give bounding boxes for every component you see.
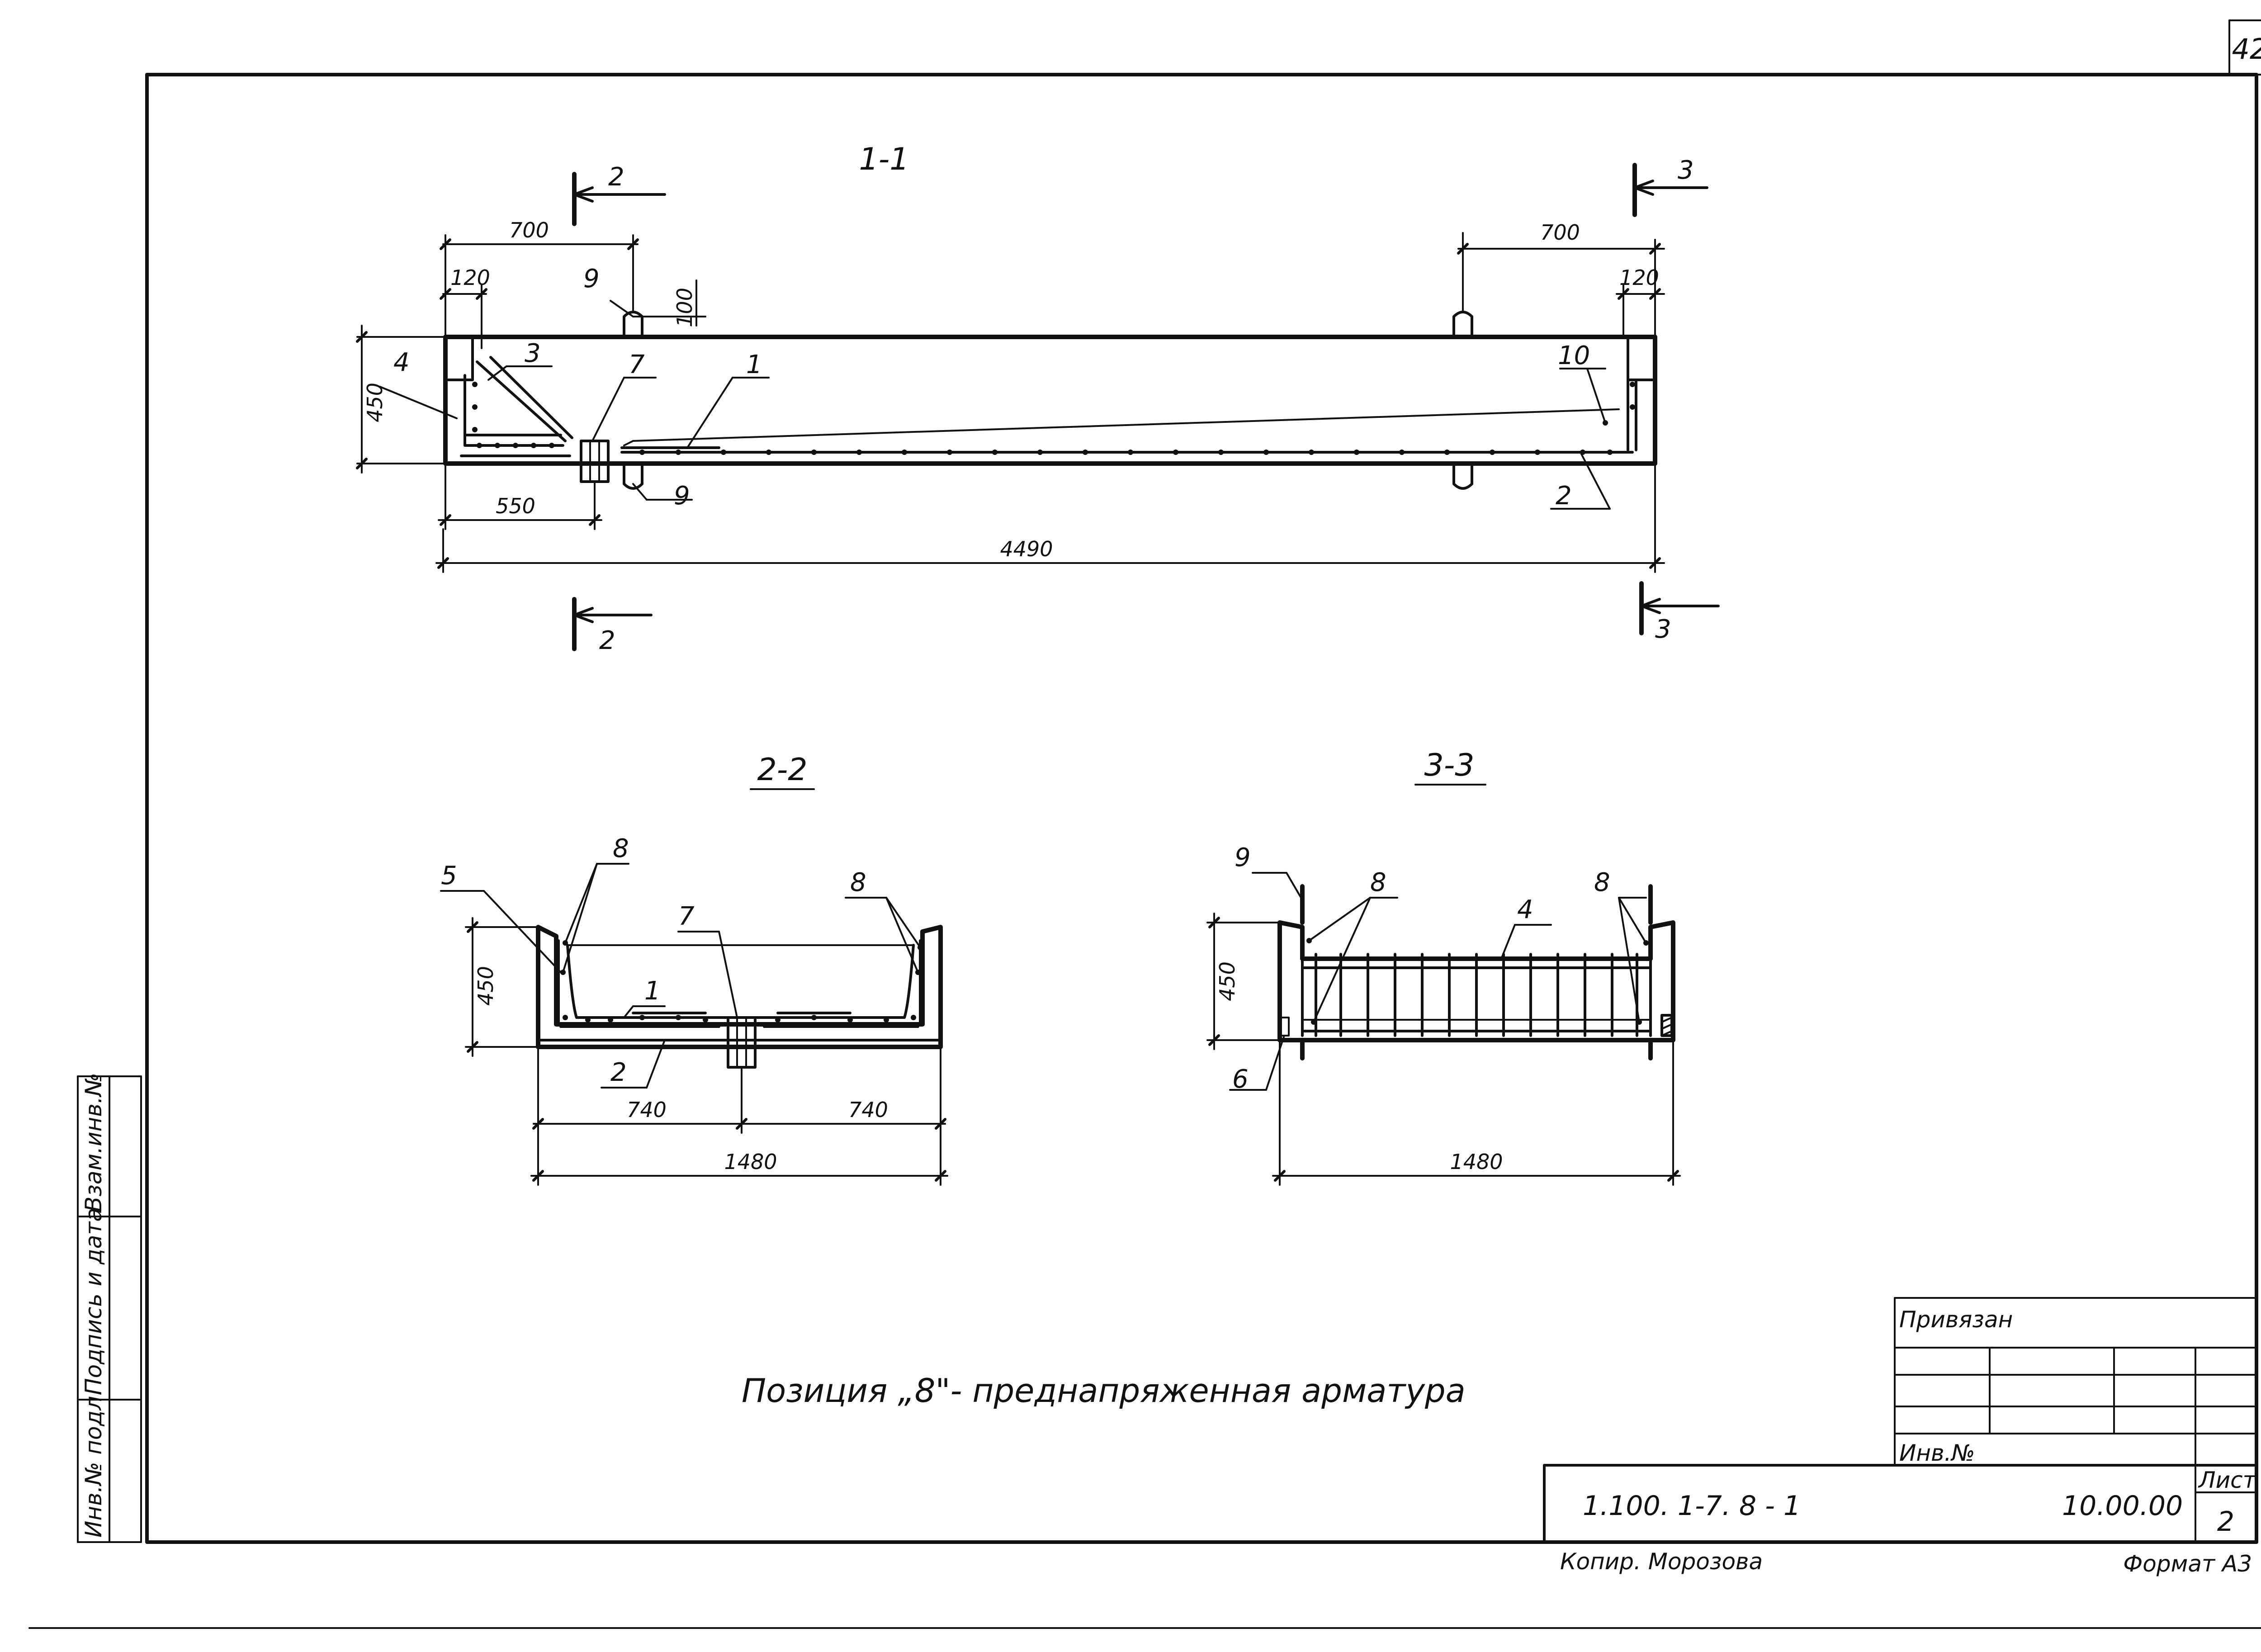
dim-1-1-total-4490: 4490 [1000, 537, 1053, 561]
dim-2-2-left-740: 740 [627, 1098, 667, 1122]
section-2-2-leaders [440, 863, 921, 1089]
dim-2-2-total-1480: 1480 [724, 1150, 777, 1174]
pos-3-3-6: 6 [1232, 1065, 1249, 1094]
pos-1-1-4: 4 [393, 348, 410, 377]
pos-2-2-1: 1 [644, 976, 661, 1006]
drawing-code: 1.100. 1-7. 8 - 1 [1583, 1490, 1801, 1522]
pos-1-1-1: 1 [746, 350, 762, 379]
dim-1-1-height-450: 450 [363, 383, 387, 422]
title-privyazan: Привязан [1899, 1306, 2013, 1333]
title-inv-no: Инв.№ [1899, 1440, 1975, 1466]
section-3-3-leaders [1229, 872, 1647, 1091]
pos-3-3-9: 9 [1235, 843, 1251, 872]
list-label: Лист [2198, 1467, 2257, 1493]
section-1-1-leaders [379, 300, 1611, 510]
cut-3-top-label: 3 [1678, 156, 1694, 185]
dim-2-2-right-740: 740 [848, 1098, 888, 1122]
pos-1-1-9-bottom: 9 [674, 481, 690, 511]
pos-3-3-8-left: 8 [1370, 868, 1386, 897]
pos-1-1-2: 2 [1556, 481, 1572, 511]
section-3-3-dimensions [1206, 913, 1681, 1186]
dim-1-1-550: 550 [496, 494, 535, 518]
side-stamp [77, 1075, 142, 1543]
pos-2-2-2: 2 [610, 1058, 627, 1087]
pos-2-2-7: 7 [678, 902, 695, 931]
cut-2-bottom-label: 2 [599, 626, 615, 655]
section-2-2-outline [536, 925, 943, 1069]
section-3-3-outline [1277, 884, 1675, 1060]
dim-1-1-left-120: 120 [450, 265, 490, 290]
dim-3-3-height-450: 450 [1215, 961, 1239, 1001]
sheet-frame [28, 19, 2261, 1629]
list-value: 2 [2217, 1506, 2234, 1538]
pos-3-3-4: 4 [1517, 895, 1533, 924]
pos-1-1-3: 3 [525, 339, 541, 368]
page-number: 42 [2232, 33, 2261, 66]
title-block [1543, 1297, 2258, 1543]
side-label-podpis-data: Подпись и дата [80, 1208, 107, 1395]
pos-3-3-8-right: 8 [1594, 868, 1610, 897]
pos-1-1-9-top: 9 [583, 264, 600, 293]
pos-2-2-5: 5 [441, 861, 457, 890]
pos-2-2-8-left: 8 [613, 834, 629, 863]
dim-1-1-left-700: 700 [509, 218, 549, 242]
dim-3-3-total-1480: 1480 [1450, 1150, 1503, 1174]
cut-2-top-label: 2 [608, 162, 624, 192]
side-label-vzam-inv: Взам.инв.№ [80, 1073, 107, 1212]
section-1-1-dimensions [356, 232, 1665, 573]
dim-1-1-right-700: 700 [1540, 220, 1580, 245]
copied-by: Копир. Морозова [1560, 1548, 1763, 1575]
pos-1-1-10: 10 [1558, 341, 1590, 370]
dim-1-1-loop-100: 100 [672, 288, 697, 327]
pos-2-2-8-right: 8 [850, 868, 866, 897]
cut-3-bottom-label: 3 [1655, 615, 1671, 644]
section-3-3-title: 3-3 [1424, 748, 1474, 783]
section-2-2-title: 2-2 [757, 752, 807, 788]
format-label: Формат А3 [2123, 1551, 2252, 1577]
dim-1-1-right-120: 120 [1619, 265, 1659, 290]
side-label-inv-podl: Инв.№ подл. [80, 1389, 107, 1538]
prestress-note: Позиция „8"- преднапряженная арматура [742, 1372, 1466, 1410]
section-2-2-dimensions [465, 917, 948, 1186]
section-1-1-cut-markers [572, 163, 1720, 651]
pos-1-1-7: 7 [629, 350, 645, 379]
section-1-1-outline [443, 311, 1657, 490]
drawing-number: 10.00.00 [2062, 1490, 2183, 1522]
section-1-1-title: 1-1 [859, 142, 909, 177]
dim-2-2-height-450: 450 [473, 966, 498, 1006]
